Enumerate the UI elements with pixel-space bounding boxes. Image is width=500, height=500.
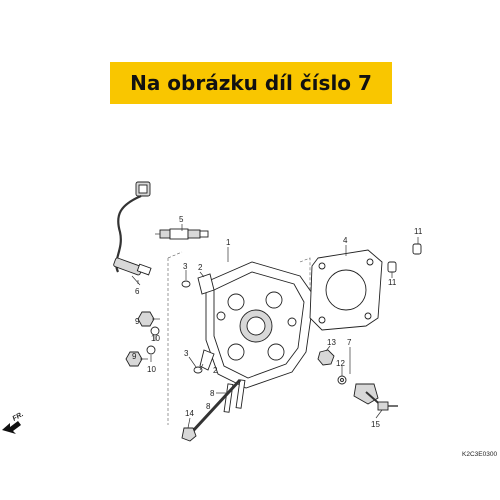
part-number-banner: Na obrázku díl číslo 7	[110, 62, 392, 104]
dowel-pins	[387, 243, 422, 273]
callout-13: 13	[327, 338, 336, 347]
callout-2-lower: 2	[213, 366, 218, 375]
callout-8-bottom: 8	[206, 402, 211, 411]
callout-11-lower: 11	[388, 278, 397, 287]
upper-stud-and-oring	[181, 273, 215, 295]
callout-3-upper: 3	[183, 262, 188, 271]
head-assembly-outline	[167, 251, 311, 425]
hex-nut	[317, 349, 335, 366]
leader-lines	[131, 224, 419, 429]
callout-6: 6	[135, 287, 140, 296]
callout-9-lower: 9	[132, 352, 137, 361]
callout-5: 5	[179, 215, 184, 224]
front-direction-marker: FR.	[2, 411, 25, 434]
nuts-and-washers	[125, 311, 160, 367]
callout-9-upper: 9	[135, 317, 140, 326]
diagram-code: K2C3E0300	[462, 451, 497, 458]
studs	[223, 379, 246, 413]
callout-10-lower: 10	[147, 365, 156, 374]
callout-7: 7	[347, 338, 352, 347]
sensor-assembly	[337, 375, 398, 411]
callout-11-upper: 11	[414, 227, 423, 236]
fr-label: FR.	[12, 411, 25, 423]
sensor-with-cable	[113, 181, 152, 276]
callout-10-upper: 10	[151, 334, 160, 343]
lower-stud-and-oring	[193, 349, 215, 374]
callout-3-lower: 3	[184, 349, 189, 358]
head-gasket	[309, 249, 383, 331]
callout-1: 1	[226, 238, 231, 247]
cylinder-head	[205, 261, 315, 389]
callout-4: 4	[343, 236, 348, 245]
spark-plug	[155, 228, 209, 240]
long-bolt	[181, 378, 242, 442]
callout-14: 14	[185, 409, 194, 418]
callout-2-upper: 2	[198, 263, 203, 272]
callout-8-left: 8	[210, 389, 215, 398]
callout-12: 12	[336, 359, 345, 368]
banner-text: Na obrázku díl číslo 7	[130, 71, 372, 95]
callout-15: 15	[371, 420, 380, 429]
